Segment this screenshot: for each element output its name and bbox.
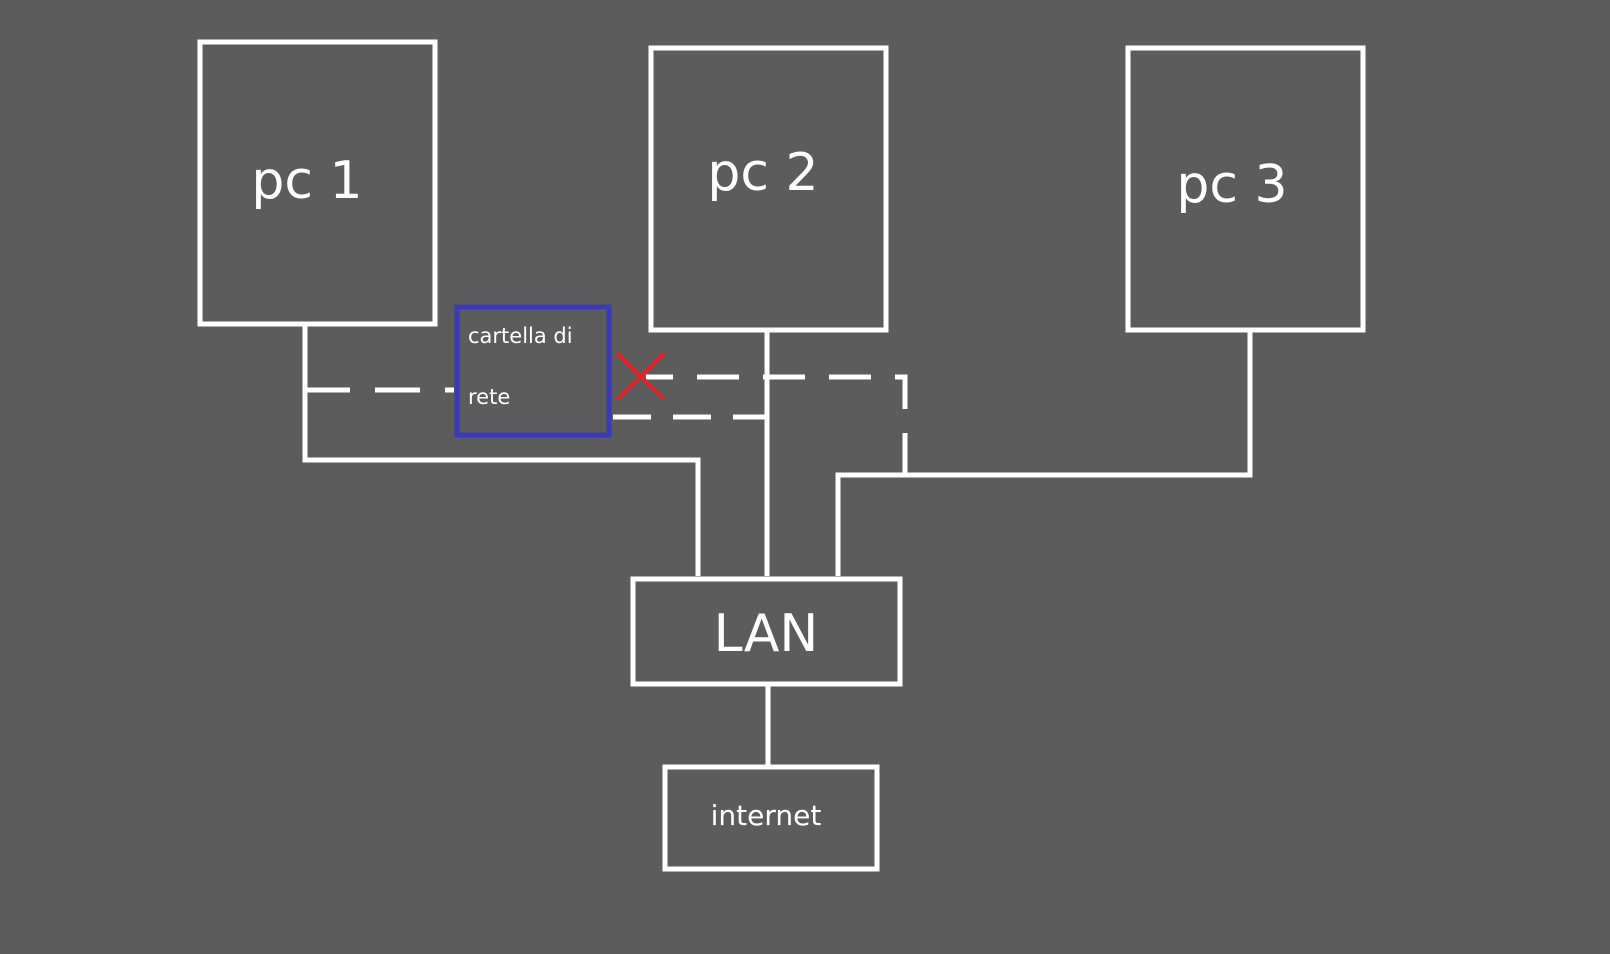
pc3-label: pc 3 (1176, 155, 1287, 215)
pc2-node: pc 2 (648, 45, 889, 333)
pc3-node: pc 3 (1125, 45, 1366, 333)
pc3-box (1125, 45, 1366, 333)
cross-icon (615, 351, 666, 401)
pc2-label: pc 2 (707, 143, 818, 203)
internet-box (662, 764, 880, 872)
network-share-box (454, 304, 612, 438)
pc3-to-lan-line (835, 330, 1253, 576)
pc3-to-share-dashed-line (646, 374, 908, 475)
pc1-label: pc 1 (251, 151, 362, 211)
network-share-label-line1: cartella di (468, 324, 573, 348)
pc1-box (197, 39, 438, 327)
lan-label: LAN (714, 604, 819, 664)
pc1-node: pc 1 (197, 39, 438, 327)
internet-node: internet (662, 764, 880, 872)
internet-label: internet (711, 799, 822, 832)
network-share-node: cartella di rete (454, 304, 612, 438)
pc1-to-lan-line (302, 324, 701, 576)
lan-node: LAN (630, 576, 903, 687)
network-share-label-line2: rete (468, 385, 510, 409)
dashed-connections (305, 374, 908, 475)
